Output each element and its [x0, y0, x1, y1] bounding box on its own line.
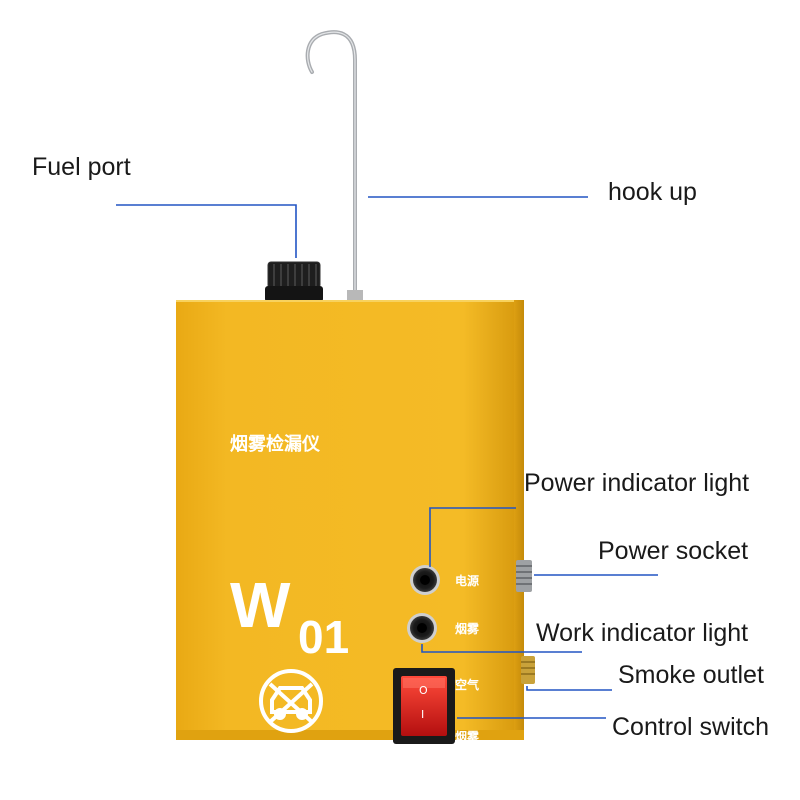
callout-power-indicator-light: Power indicator light — [524, 469, 750, 497]
smoke-outlet-fitting — [521, 656, 535, 684]
power-indicator-light-socket — [410, 565, 440, 595]
device-name-cn: 烟雾检漏仪 — [230, 434, 320, 455]
control-switch-housing — [393, 668, 455, 744]
switch-on-mark: O — [419, 684, 428, 697]
leader-lines — [116, 196, 658, 719]
label-air-cn: 空气 — [455, 678, 480, 692]
hook-base — [347, 290, 363, 302]
device-body — [176, 300, 514, 740]
callout-fuel-port: Fuel port — [32, 153, 131, 181]
switch-off-mark: I — [421, 708, 425, 721]
model-letter: W — [230, 569, 291, 641]
callout-smoke-outlet: Smoke outlet — [618, 661, 764, 689]
label-smoke-cn-1: 烟雾 — [455, 622, 480, 636]
leader-power-indicator — [429, 507, 516, 567]
model-number: 01 — [298, 611, 350, 663]
label-smoke-cn-2: 烟雾 — [455, 730, 480, 744]
leader-smoke-outlet — [526, 686, 612, 691]
power-socket-connector — [516, 560, 532, 592]
callout-control-switch: Control switch — [612, 713, 769, 741]
leader-fuel-port — [116, 204, 297, 258]
callout-hook-up: hook up — [608, 178, 697, 206]
hook-wire — [305, 30, 357, 298]
label-power-cn: 电源 — [455, 574, 480, 588]
callout-work-indicator-light: Work indicator light — [536, 619, 749, 647]
fuel-port-collar — [265, 286, 323, 302]
leader-work-indicator — [421, 644, 582, 653]
work-indicator-light-socket — [407, 613, 437, 643]
callout-power-socket: Power socket — [598, 537, 749, 565]
car-icon — [259, 669, 323, 733]
